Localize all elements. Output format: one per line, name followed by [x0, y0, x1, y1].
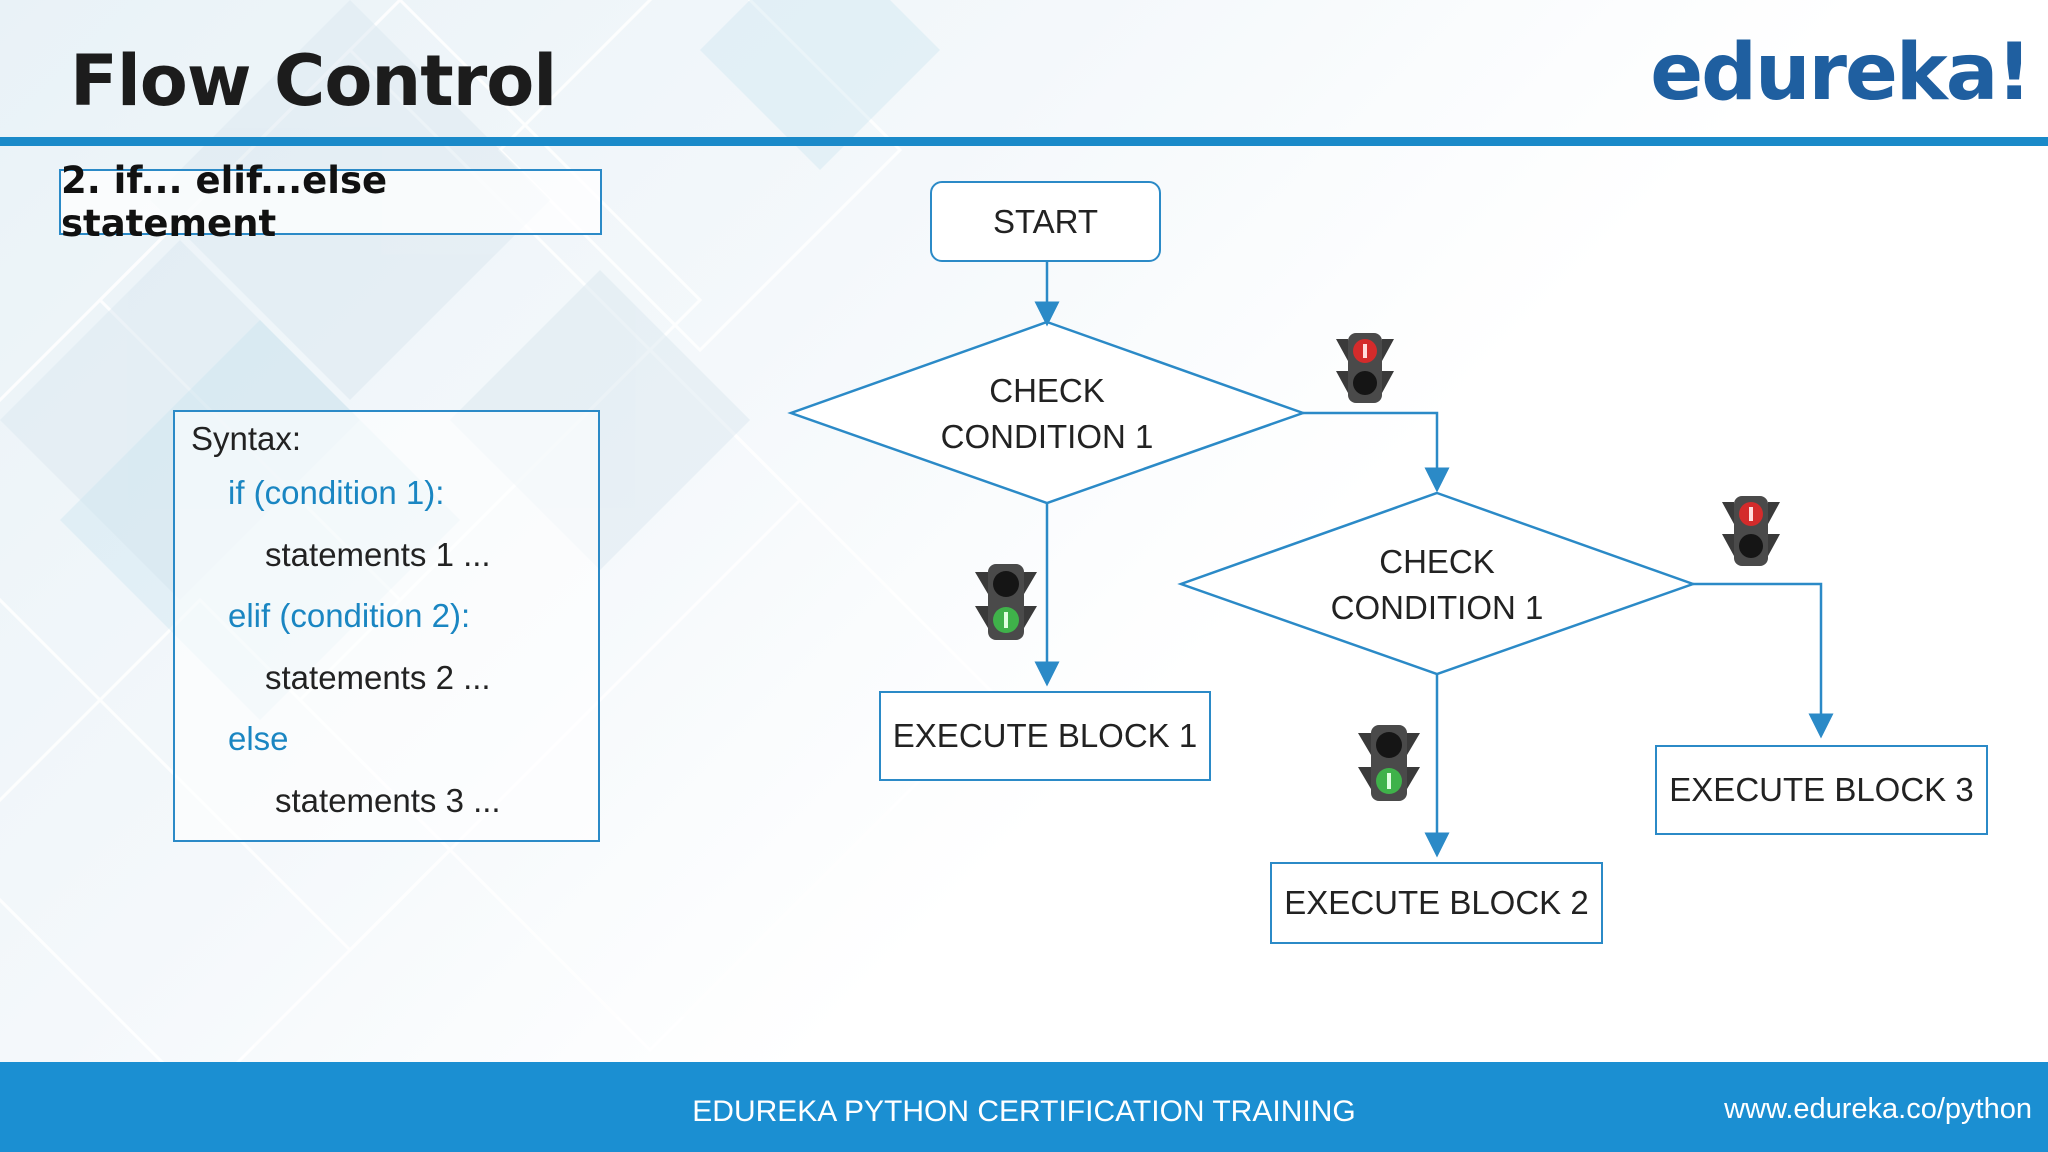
flowchart-connectors [787, 262, 1834, 858]
decision-label-2: CHECK CONDITION 1 [1281, 539, 1593, 631]
syntax-line-statements-1: statements 1 ... [265, 536, 491, 573]
execute-block-3: EXECUTE BLOCK 3 [1655, 745, 1988, 835]
edureka-logo: edureka! [1650, 28, 2032, 118]
syntax-heading: Syntax: [191, 420, 302, 457]
connector-decision1-to-decision2 [1303, 411, 1450, 493]
syntax-box: Syntax: if (condition 1): statements 1 .… [173, 410, 600, 842]
decision-2-line-1: CHECK [1379, 543, 1495, 580]
decision-1-line-1: CHECK [989, 372, 1105, 409]
execute-block-1: EXECUTE BLOCK 1 [879, 691, 1211, 781]
traffic-light-red-icon [1722, 496, 1780, 566]
decision-label-1: CHECK CONDITION 1 [891, 368, 1203, 460]
connector-decision2-to-block3 [1693, 582, 1834, 739]
title-divider [0, 137, 2048, 146]
footer-bar [0, 1062, 2048, 1152]
syntax-line-elif: elif (condition 2): [228, 597, 471, 634]
syntax-line-if: if (condition 1): [228, 474, 445, 511]
traffic-light-red-icon [1336, 333, 1394, 403]
syntax-line-statements-2: statements 2 ... [265, 659, 491, 696]
traffic-light-green-icon [975, 564, 1037, 640]
decision-2-line-2: CONDITION 1 [1330, 589, 1544, 626]
decision-1-line-2: CONDITION 1 [940, 418, 1154, 455]
traffic-light-green-icon [1358, 725, 1420, 801]
footer-course-title: EDUREKA PYTHON CERTIFICATION TRAINING [692, 1095, 1356, 1128]
start-node: START [930, 181, 1161, 262]
page-title: Flow Control [70, 40, 557, 122]
execute-block-2: EXECUTE BLOCK 2 [1270, 862, 1603, 944]
syntax-line-statements-3: statements 3 ... [275, 782, 501, 819]
syntax-line-else: else [228, 720, 289, 757]
footer-url: www.edureka.co/python [1724, 1093, 2032, 1125]
